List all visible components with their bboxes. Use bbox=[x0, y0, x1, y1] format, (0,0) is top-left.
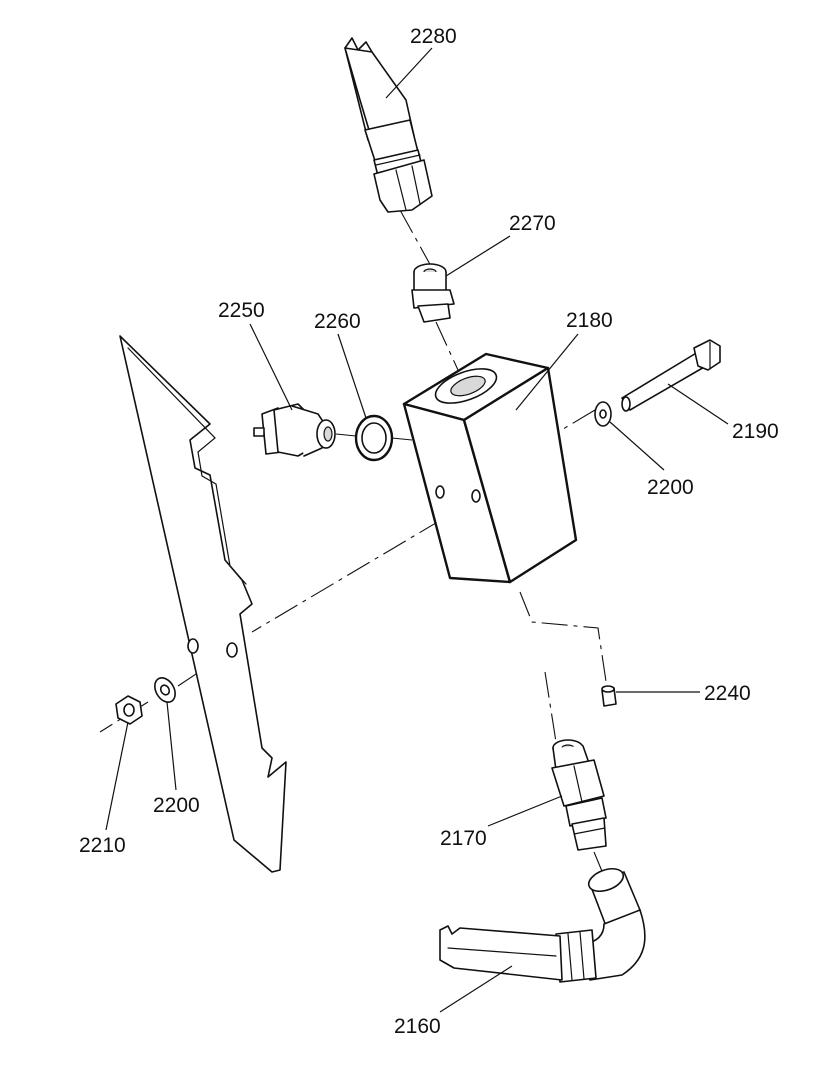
callout-2240: 2240 bbox=[704, 682, 751, 705]
callout-2250: 2250 bbox=[218, 299, 265, 322]
fitting-2170-hex-flat bbox=[573, 765, 583, 803]
hose-2160-elbow bbox=[583, 909, 646, 981]
callout-2210: 2210 bbox=[79, 834, 126, 857]
washer-2200-right-hole bbox=[599, 409, 607, 419]
leader-2200-right bbox=[609, 421, 665, 471]
block-2180-side-face bbox=[462, 366, 578, 584]
part-2200-washer-left bbox=[154, 677, 176, 703]
plug-2240-top bbox=[601, 685, 615, 693]
part-2240-plug bbox=[601, 685, 617, 707]
mounting-plate-body bbox=[119, 335, 287, 873]
callout-labels: 2280 2270 2250 2260 2180 2190 2200 2240 … bbox=[79, 25, 779, 1038]
callout-2160: 2160 bbox=[394, 1015, 441, 1038]
callout-2280: 2280 bbox=[410, 25, 457, 48]
leader-2160 bbox=[439, 965, 513, 1013]
hose-2160-nut-opening bbox=[587, 867, 625, 893]
leader-2180 bbox=[515, 333, 579, 411]
leader-2210 bbox=[105, 721, 129, 831]
block-2180-hole-2 bbox=[471, 489, 481, 503]
part-2210-nut bbox=[115, 695, 143, 725]
bolt-2190-head bbox=[693, 339, 721, 371]
mounting-plate bbox=[119, 335, 287, 873]
hose-2160-ferrule-ring bbox=[567, 933, 573, 981]
washer-2200-left-hole bbox=[159, 684, 171, 696]
centerline-2280-2270 bbox=[399, 209, 433, 269]
hose-2280-nut bbox=[373, 159, 433, 213]
part-2270-fitting bbox=[411, 263, 455, 323]
centerline-2270-2180 bbox=[435, 321, 459, 371]
leader-2270 bbox=[445, 235, 511, 277]
part-2280-hose bbox=[344, 37, 433, 213]
hose-2160-body bbox=[439, 925, 563, 981]
part-2200-washer-right bbox=[594, 401, 612, 427]
centerline-2240-2170 bbox=[544, 671, 557, 743]
hose-2160-highlight bbox=[447, 947, 557, 957]
plate-hole-left bbox=[187, 638, 199, 654]
callout-2180: 2180 bbox=[566, 309, 613, 332]
leader-2200-left bbox=[166, 701, 177, 791]
leader-2250 bbox=[249, 323, 293, 411]
leader-2190 bbox=[667, 383, 729, 425]
part-2260-oring bbox=[354, 414, 394, 462]
bolt-2190-tip bbox=[621, 396, 631, 412]
hose-2280-nut-flat-2 bbox=[411, 165, 421, 205]
fitting-2170-thread bbox=[571, 817, 607, 851]
plate-edge-detail bbox=[127, 347, 247, 585]
oring-2260-inner bbox=[361, 422, 387, 454]
switch-2250-pin bbox=[253, 427, 265, 437]
switch-2250-port bbox=[323, 426, 333, 442]
part-2180-block bbox=[402, 352, 578, 584]
fitting-2270-thread bbox=[417, 303, 451, 323]
hose-2280-nut-flat bbox=[395, 169, 407, 211]
nut-2210-hole bbox=[123, 703, 135, 717]
callout-2170: 2170 bbox=[440, 827, 487, 850]
callout-2200-left: 2200 bbox=[153, 794, 200, 817]
leader-2280 bbox=[385, 47, 433, 99]
callout-2190: 2190 bbox=[732, 420, 779, 443]
centerline-2250-2260 bbox=[335, 433, 357, 437]
callout-2270: 2270 bbox=[509, 212, 556, 235]
part-2160-hose bbox=[439, 867, 646, 983]
leader-2170 bbox=[487, 795, 563, 827]
hose-2160-ferrule-ring-2 bbox=[579, 931, 585, 980]
callout-2200-right: 2200 bbox=[647, 476, 694, 499]
fitting-2170-thread-line bbox=[573, 827, 606, 835]
fitting-2270-upper bbox=[413, 271, 447, 293]
centerline-2180-2240 bbox=[519, 591, 608, 689]
hose-2280-thread-line bbox=[375, 154, 421, 166]
part-2190-bolt bbox=[621, 339, 721, 412]
leader-lines bbox=[105, 47, 729, 1013]
leader-2260 bbox=[337, 333, 367, 419]
block-2180-top-port-bore bbox=[450, 375, 486, 397]
callout-2260: 2260 bbox=[314, 310, 361, 333]
plate-hole-right bbox=[226, 642, 238, 658]
block-2180-hole-1 bbox=[435, 485, 445, 499]
centerline-2260-2180 bbox=[391, 437, 413, 441]
part-2250-switch bbox=[253, 403, 336, 457]
part-2170-fitting bbox=[551, 739, 607, 851]
